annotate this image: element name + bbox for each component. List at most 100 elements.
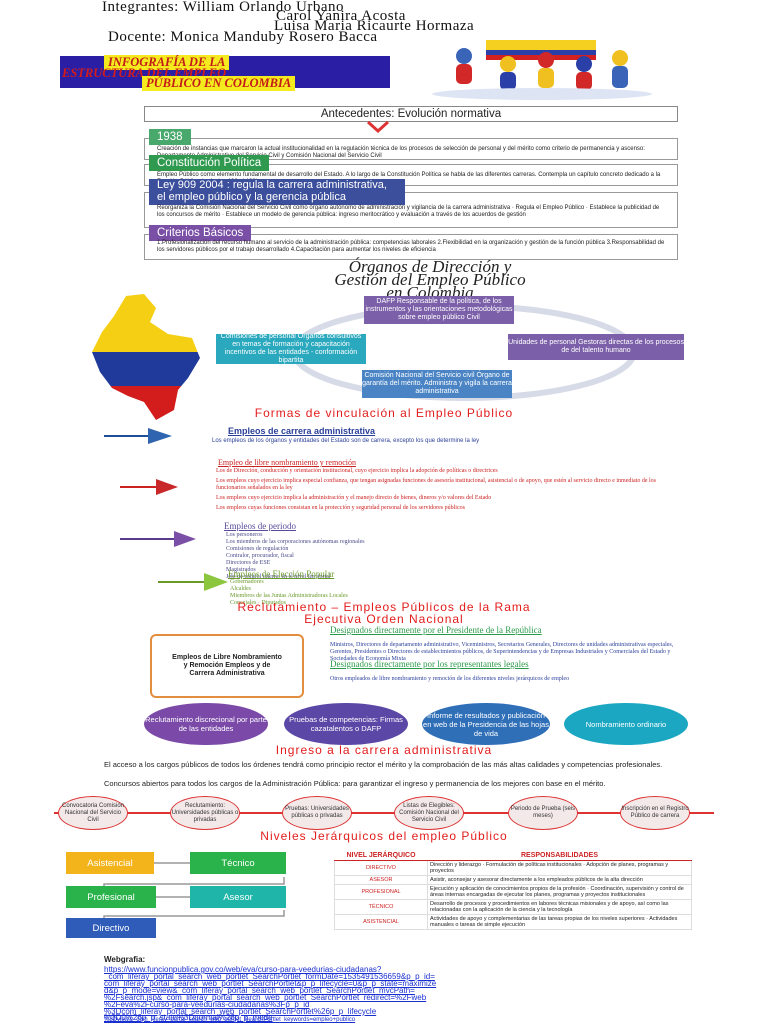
vinculacion-title: Formas de vinculación al Empleo Público [254, 406, 514, 420]
ingreso-step: Inscripción en el Registro Público de ca… [620, 796, 690, 830]
webgrafia-link[interactable]: %3Dview&_com_liferay_portal_search_web_p… [104, 1017, 356, 1023]
member-name: Carol Yanira Acosta [276, 8, 406, 24]
webgrafia-link[interactable]: %3Dcom_liferay_portal_search_web_portlet… [104, 1007, 377, 1016]
antecedente-item: Ley 909 2004 : regula la carrera adminis… [144, 179, 678, 228]
colombia-map [92, 294, 200, 420]
nivel-profesional: Profesional [66, 886, 156, 908]
desig1-title: Designados directamente por el President… [330, 625, 542, 635]
ingreso-p2: Concursos abiertos para todos los cargos… [104, 779, 606, 788]
webgrafia-label: Webgrafia: [104, 955, 146, 964]
integrantes-line: Integrantes: William Orlando Urbano [102, 0, 344, 15]
steps-connector [54, 812, 714, 814]
list-item: Miembros de las Juntas Administradoras L… [230, 593, 348, 599]
antecedente-text: Creación de instancias que marcaron la a… [157, 146, 645, 159]
list-item: Concejales · Diputados [230, 600, 286, 606]
libre-list: Los de Dirección, conducción y orientaci… [216, 468, 684, 512]
antecedente-head: 1938 [149, 129, 191, 145]
recruit-step: Nombramiento ordinario [564, 703, 688, 745]
responsabilidades-table: NIVEL JERÁRQUICO RESPONSABILIDADES DIREC… [334, 851, 692, 930]
scroll-empleos: Empleos de Libre Nombramiento y Remoción… [150, 634, 304, 698]
webgrafia-link[interactable]: %3D0%26p_p_state%3Dnormal%26p_p_mode [104, 1013, 273, 1022]
list-item: Los empleos cuyo ejercicio implica espec… [216, 478, 657, 491]
eleccion-list: Gobernadores Alcaldes Miembros de las Ju… [230, 579, 530, 607]
ingreso-step: Reclutamiento: Universidades públicas o … [170, 796, 240, 830]
arrow-right-icon [120, 531, 196, 547]
desig2-title: Designados directamente por los represen… [330, 659, 529, 669]
ingreso-step: Pruebas: Universidades públicas o privad… [282, 796, 352, 830]
title-line-3: PÚBLICO EN COLOMBIA [142, 76, 296, 91]
colombia-people-illustration [432, 40, 652, 100]
table-header: NIVEL JERÁRQUICO [334, 851, 428, 861]
ingreso-title: Ingreso a la carrera administrativa [275, 743, 493, 757]
antecedente-text: Reorganiza la Comisión Nacional del Serv… [157, 205, 660, 218]
docente-line: Docente: Monica Manduby Rosero Bacca [108, 29, 378, 45]
webgrafia-link[interactable]: d&p_p_mode=view&_com_liferay_portal_sear… [104, 986, 415, 995]
antecedente-item: 1938 Creación de instancias que marcaron… [144, 129, 678, 160]
unidades-node: Unidades de personal Gestoras directas d… [508, 334, 684, 360]
nivel-asesor: Asesor [190, 886, 286, 908]
periodo-list: Los personeros Los miembros de las corpo… [226, 532, 526, 581]
reclutamiento-title-line: Reclutamiento – Empleos Públicos de la R… [237, 600, 531, 614]
member-name: Luisa Maria Ricaurte Hormaza [274, 18, 475, 34]
antecedente-head: Constitución Política [149, 155, 270, 171]
title-line-1: INFOGRAFÍA DE LA [104, 55, 230, 70]
list-item: Gobernadores [230, 579, 264, 585]
ingreso-step: Periodo de Prueba (seis meses) [508, 796, 578, 830]
arrow-right-icon [104, 428, 172, 444]
list-item: Directores de ESE [226, 560, 271, 566]
carrera-text: Los empleos de los órganos y entidades d… [212, 438, 480, 444]
niveles-title: Niveles Jerárquicos del empleo Público [260, 829, 508, 843]
list-item: Comisiones de regulación [226, 546, 289, 552]
webgrafia-link[interactable]: _com_liferay_portal_search_web_portlet_S… [104, 972, 435, 981]
webgrafia-link[interactable]: com_liferay_portal_search_web_portlet_Se… [104, 979, 437, 988]
cnsc-node: Comisión Nacional del Servicio civil Órg… [362, 370, 512, 398]
table-cell-level: ASESOR [334, 875, 428, 885]
antecedente-head: Ley 909 2004 : regula la carrera adminis… [149, 179, 405, 205]
list-item: Los de Dirección, conducción y orientaci… [216, 468, 498, 474]
carrera-title: Empleos de carrera administrativa [228, 426, 376, 436]
organos-title: Órganos de Dirección y Gestión del Emple… [270, 257, 590, 301]
antecedente-item: Criterios Básicos 1.Profesionalización d… [144, 225, 678, 260]
list-item: Los empleos cuyo ejercicio implica la ad… [216, 495, 492, 501]
nivel-tecnico: Técnico [190, 852, 286, 874]
table-cell-level: DIRECTIVO [334, 860, 428, 876]
arrow-right-icon [158, 573, 228, 591]
table-cell-resp: Ejecución y aplicación de conocimientos … [427, 884, 692, 900]
webgrafia-link[interactable]: %2Fsearch.jsp&_com_liferay_portal_search… [104, 993, 427, 1002]
desig1-text: Ministros, Directores de departamento ad… [330, 642, 674, 662]
comisiones-node: Comisiones de personal Órganos consultiv… [216, 333, 366, 364]
organos-title-line: Órganos de Dirección y [348, 257, 512, 276]
recruit-step: Reclutamiento discrecional por parte de … [144, 703, 268, 745]
table-cell-resp: Dirección y liderazgo · Formulación de p… [427, 860, 692, 876]
ingreso-p1: El acceso a los cargos públicos de todos… [104, 760, 663, 769]
table-cell-level: PROFESIONAL [334, 884, 428, 900]
table-cell-resp: Asistir, aconsejar y asesorar directamen… [427, 875, 692, 885]
table-cell-resp: Desarrollo de procesos y procedimientos … [427, 899, 692, 915]
periodo-title: Empleos de periodo [224, 521, 296, 531]
list-item: Contralor, procurador, fiscal [226, 553, 294, 559]
antecedentes-title: Antecedentes: Evolución normativa [144, 106, 678, 122]
table-cell-level: TÉCNICO [334, 899, 428, 915]
antecedente-text: 1.Profesionalización del recurso humano … [157, 240, 665, 253]
organos-title-line: Gestión del Empleo Público [334, 270, 526, 289]
webgrafia-link[interactable]: https://www.funcionpublica.gov.co/web/ev… [104, 965, 382, 974]
table-header-row: NIVEL JERÁRQUICO RESPONSABILIDADES [334, 851, 692, 861]
ingreso-step: Listas de Elegibles: Comisión Nacional d… [394, 796, 464, 830]
table-cell-resp: Actividades de apoyo y complementarias d… [427, 914, 692, 930]
chevron-down-icon [366, 121, 390, 133]
webgrafia-link[interactable]: %2Feva%2Fcurso-para-veedurias-ciudadanas… [104, 1000, 310, 1009]
antecedente-head: Criterios Básicos [149, 225, 252, 241]
list-item: Los miembros de las corporaciones autóno… [226, 539, 365, 545]
desig2-text: Otros empleados de libre nombramiento y … [330, 676, 570, 682]
recruit-step: Informe de resultados y publicación en w… [422, 703, 550, 745]
nivel-directivo: Directivo [66, 918, 156, 938]
table-cell-level: ASISTENCIAL [334, 914, 428, 930]
table-header: RESPONSABILIDADES [427, 851, 692, 861]
arrow-right-icon [120, 479, 178, 495]
ingreso-step: Convocatoria Comisión Nacional del Servi… [58, 796, 128, 830]
